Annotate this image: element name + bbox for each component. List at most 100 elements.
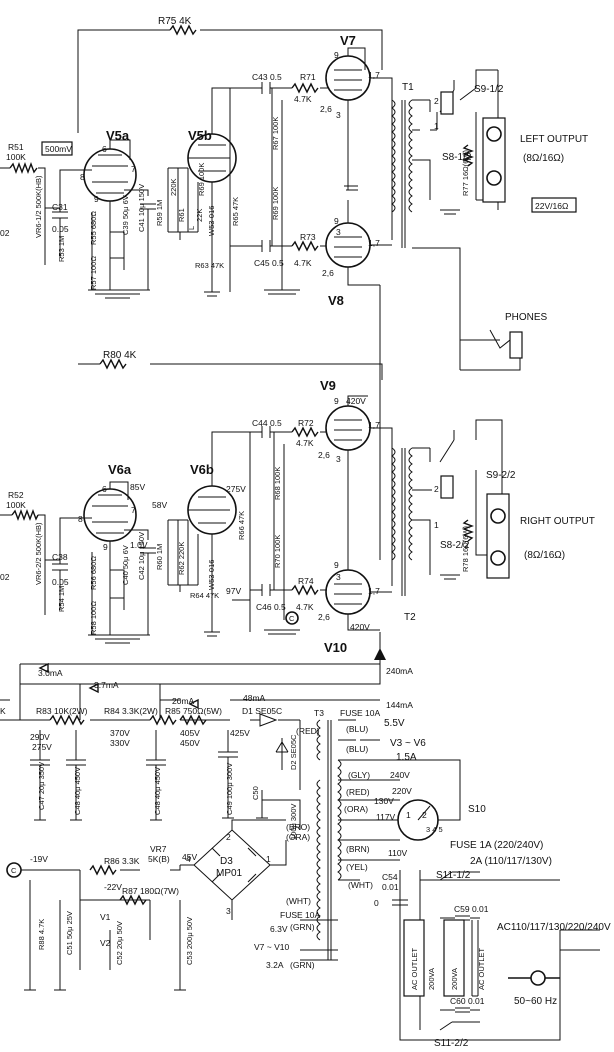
v6a-label: V6a <box>108 462 132 477</box>
t130-label: 130V <box>374 796 394 806</box>
c44-label: C44 0.5 <box>252 418 282 428</box>
c48b-label: C48 40μ 450V <box>153 767 162 815</box>
r86-resistor <box>89 864 117 876</box>
r83-resistor <box>49 714 85 726</box>
s10-label: S10 <box>468 804 486 815</box>
c60-label: C60 0.01 <box>450 996 485 1006</box>
r65-label: R65 47K <box>231 197 240 226</box>
v6a-cath-v: 1.0V <box>130 540 148 550</box>
i240-label: 240mA <box>386 666 413 676</box>
i37-label: 3.7mA <box>94 680 119 690</box>
phones-label: PHONES <box>505 312 548 323</box>
r72-resistor <box>291 426 319 438</box>
s9-left-pin1: 1 <box>434 121 439 131</box>
v10-screen-v: 420V <box>350 622 370 632</box>
c-marker-right-text: C <box>289 614 295 623</box>
v10-label: V10 <box>324 640 347 655</box>
v1-label: V1 <box>100 912 111 922</box>
c31-value: 0.05 <box>52 224 69 234</box>
c40-label: C40 50μ 6V <box>121 545 130 585</box>
v6b-plate-v: 275V <box>226 484 246 494</box>
c50b-label: 100μ 300V <box>289 804 298 840</box>
r74-value: 4.7K <box>296 602 314 612</box>
v370-label: 370V <box>110 728 130 738</box>
brn-label: (BRN) <box>346 844 370 854</box>
r73-label: R73 <box>300 232 316 242</box>
neg22-label: -22V <box>104 882 122 892</box>
v9-tube <box>325 405 371 451</box>
v7-label: V7 <box>340 33 356 48</box>
d1-label: D1 SE05C <box>242 706 282 716</box>
l-value: 22K <box>195 209 204 222</box>
c51-label: C51 50μ 25V <box>65 911 74 955</box>
t2-label: T2 <box>404 612 416 623</box>
blu1-label: (BLU) <box>346 724 368 734</box>
red2-label: (RED) <box>346 787 370 797</box>
v9-pin3: 3 <box>336 454 341 464</box>
r73-resistor <box>291 240 319 252</box>
grn-label: (GRN) <box>290 922 315 932</box>
zero-label: 0 <box>374 898 379 908</box>
c38-value: 0.05 <box>52 577 69 587</box>
r52-value: 100K <box>6 500 26 510</box>
outlet1-label: AC OUTLET <box>410 947 419 990</box>
r69-label: R69 100K <box>271 187 280 220</box>
v10-pin17: 1,7 <box>368 586 380 596</box>
l-label: L <box>187 226 196 230</box>
ac-outlet-1 <box>403 919 425 997</box>
hz-label: 50~60 Hz <box>514 996 557 1007</box>
r70-label: R70 100K <box>273 535 282 568</box>
r51-label: R51 <box>8 142 24 152</box>
c31-label: C31 <box>52 202 68 212</box>
right-output-imp: (8Ω/16Ω) <box>524 550 565 561</box>
a32-label: 3.2A <box>266 960 284 970</box>
mp01-label: MP01 <box>216 868 243 879</box>
c46-label: C46 0.5 <box>256 602 286 612</box>
output-rating-box <box>531 197 577 213</box>
v425-label: 425V <box>230 728 250 738</box>
c54-value: 0.01 <box>382 882 399 892</box>
s9-left-lever <box>440 91 454 115</box>
r85-label: R85 750Ω(5W) <box>165 706 222 716</box>
r87-resistor <box>119 894 147 906</box>
vr6-1-label: VR6-1/2 500K(HB) <box>34 175 43 238</box>
v7-tube <box>325 55 371 101</box>
r77-resistor <box>462 144 474 167</box>
v6a-pin7: 7 <box>131 505 136 515</box>
r75-resistor <box>169 24 197 36</box>
left-edge-k: K <box>0 706 6 716</box>
r52-label: R52 <box>8 490 24 500</box>
t2-transformer <box>370 427 432 596</box>
left-output-title: LEFT OUTPUT <box>520 134 588 145</box>
s9-left-label: S9-1/2 <box>474 84 504 95</box>
r78-resistor <box>462 519 474 542</box>
v5a-pin6: 6 <box>102 144 107 154</box>
v9-screen-v: 420V <box>346 396 366 406</box>
c45-label: C45 0.5 <box>254 258 284 268</box>
v7-pin26: 2,6 <box>320 104 332 114</box>
s9-right-pin2: 2 <box>434 484 439 494</box>
c-marker-right <box>285 611 299 625</box>
left-terminal-post1 <box>486 126 502 142</box>
r72-value: 4.7K <box>296 438 314 448</box>
blu2-label: (BLU) <box>346 744 368 754</box>
v9-pin9: 9 <box>334 396 339 406</box>
r80-resistor <box>99 358 127 370</box>
v5b-label: V5b <box>188 128 212 143</box>
v6a-pin9: 9 <box>103 542 108 552</box>
r54-label: R54 1M <box>57 586 66 612</box>
c43-label: C43 0.5 <box>252 72 282 82</box>
v10-pin26: 2,6 <box>318 612 330 622</box>
s9-left-pin2: 2 <box>434 96 439 106</box>
v450-label: 450V <box>180 738 200 748</box>
r51-value: 100K <box>6 152 26 162</box>
v275-label: 275V <box>32 742 52 752</box>
r75-label: R75 4K <box>158 16 192 27</box>
r86-label: R86 3.3K <box>104 856 140 866</box>
current-arrow-240 <box>374 648 386 660</box>
r71-label: R71 <box>300 72 316 82</box>
v5a-pin8: 8 <box>80 172 85 182</box>
r59-label: R59 1M <box>155 200 164 226</box>
ac-outlet-2 <box>443 919 465 997</box>
v6b-label: V6b <box>190 462 214 477</box>
